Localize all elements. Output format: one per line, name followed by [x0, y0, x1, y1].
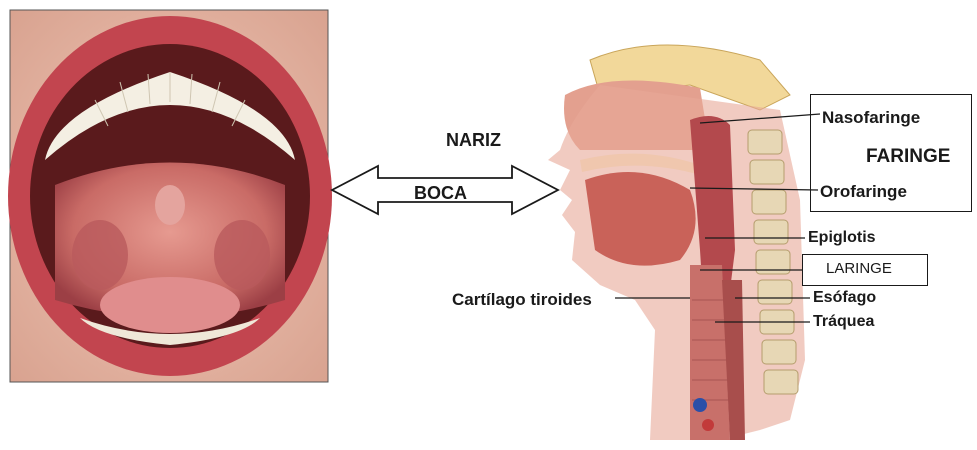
label-epiglotis: Epiglotis: [808, 229, 876, 247]
label-traquea: Tráquea: [813, 313, 874, 331]
label-orofaringe: Orofaringe: [820, 182, 907, 202]
label-nasofaringe: Nasofaringe: [822, 108, 920, 128]
label-nariz: NARIZ: [446, 130, 501, 151]
label-faringe: FARINGE: [866, 146, 950, 168]
label-boca: BOCA: [414, 183, 467, 204]
label-laringe: LARINGE: [826, 260, 892, 277]
label-esofago: Esófago: [813, 289, 876, 307]
label-cartilago-tiroides: Cartílago tiroides: [452, 290, 592, 310]
